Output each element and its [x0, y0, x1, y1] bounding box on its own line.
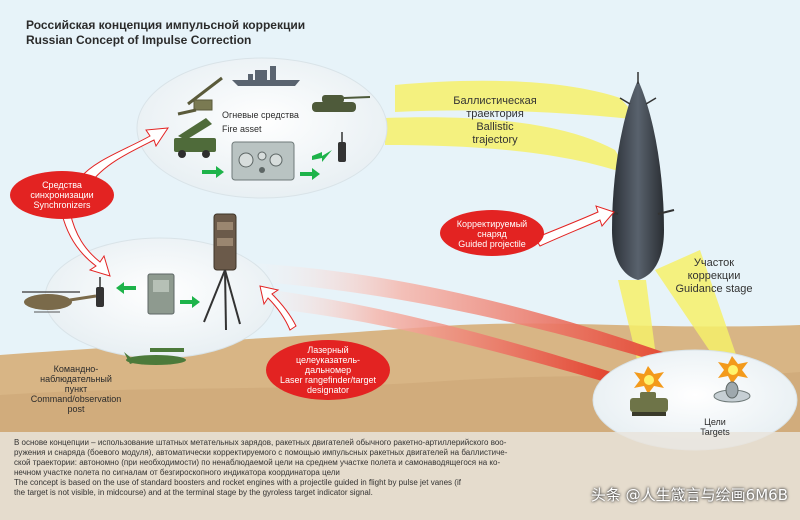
- trajectory-label: Баллистическая траектория Ballistic traj…: [430, 95, 560, 147]
- laser-beam-upper: [235, 262, 712, 378]
- helicopter-icon: [22, 291, 97, 313]
- caption-panel: [0, 432, 800, 520]
- warship-icon: [232, 66, 300, 86]
- laser-label-ru-1: Лазерный: [307, 345, 349, 355]
- laser-label-ru-2: целеуказатель-: [295, 355, 361, 365]
- command-post-label-en-1: Command/observation: [30, 394, 122, 404]
- trajectory-label-ru-1: Баллистическая: [453, 95, 537, 107]
- tank-icon: [312, 95, 371, 112]
- command-box-icon: [147, 273, 175, 315]
- targets-label: Цели Targets: [690, 417, 740, 437]
- rocket-launcher-icon: [174, 118, 216, 158]
- trajectory-label-ru-2: траектория: [466, 108, 524, 120]
- callout-arrows: [61, 127, 615, 331]
- explosion-right-icon: [718, 356, 748, 384]
- caption-en-line-1: The concept is based on the use of stand…: [14, 478, 461, 487]
- fire-asset-label-ru: Огневые средства: [222, 110, 299, 120]
- caption-en-line-2: the target is not visible, in midcourse)…: [14, 488, 373, 497]
- laser-bubble: [266, 340, 390, 400]
- guidance-stage-label-en: Guidance stage: [675, 283, 753, 295]
- ballistic-beam-upper: [395, 80, 640, 120]
- radar-target-icon: [713, 381, 751, 403]
- guided-projectile-bubble: [440, 210, 544, 256]
- command-post-label-ru-3: пункт: [64, 384, 88, 394]
- caption-ru-line-3: ской траектории: автономно (при необходи…: [14, 458, 501, 467]
- targets-label-en: Targets: [700, 427, 730, 437]
- explosion-left-icon: [634, 366, 664, 394]
- howitzer-icon: [177, 76, 223, 116]
- guidance-stage-label-ru-2: коррекции: [687, 270, 741, 282]
- guided-projectile-label-ru-2: снаряд: [477, 229, 507, 239]
- armored-vehicle-icon: [630, 392, 668, 416]
- command-post-label: Командно- наблюдательный пункт Command/o…: [22, 364, 130, 414]
- laser-label: Лазерный целеуказатель- дальномер Laser …: [272, 345, 384, 395]
- radio-handset-icon: [338, 132, 346, 162]
- synchronizers-label-ru: Средства синхронизации: [30, 180, 94, 200]
- airplane-icon: [124, 348, 186, 365]
- laser-beam-lower: [235, 285, 640, 392]
- command-post-green-arrows: [116, 282, 200, 308]
- caption-ru-line-2: ружения и снаряда (боевого модуля), авто…: [14, 448, 508, 457]
- trajectory-label-en-1: Ballistic: [476, 121, 514, 133]
- command-post-label-en-2: post: [67, 404, 85, 414]
- fire-control-unit-icon: [231, 141, 295, 181]
- command-radio-icon: [96, 277, 104, 307]
- laser-label-en-2: designator: [306, 385, 350, 395]
- guidance-beam-right: [655, 250, 742, 372]
- synchronizers-label: Средства синхронизации Synchronizers: [14, 180, 110, 210]
- guidance-stage-label: Участок коррекции Guidance stage: [664, 257, 764, 296]
- guided-projectile-label: Корректируемый снаряд Guided projectile: [445, 219, 539, 249]
- ballistic-beam-lower: [385, 117, 630, 175]
- fire-asset-label: Огневые средства Fire asset: [222, 110, 299, 134]
- fire-asset-label-en: Fire asset: [222, 124, 262, 134]
- guided-projectile-label-ru-1: Корректируемый: [456, 219, 528, 229]
- synchronizers-label-en: Synchronizers: [33, 200, 91, 210]
- laser-label-ru-3: дальномер: [304, 365, 352, 375]
- trajectory-label-en-2: trajectory: [472, 134, 518, 146]
- caption-ru-line-1: В основе концепции – использование штатн…: [14, 438, 507, 447]
- synchronizers-bubble: [10, 171, 114, 219]
- laser-label-en-1: Laser rangefinder/target: [279, 375, 377, 385]
- watermark: 头条 @人生箴言与绘画6M6B: [590, 486, 788, 504]
- title-ru: Российская концепция импульсной коррекци…: [26, 18, 306, 32]
- caption-text: В основе концепции – использование штатн…: [14, 438, 784, 498]
- command-post-label-ru-1: Командно-: [53, 364, 99, 374]
- command-post-label-ru-2: наблюдательный: [40, 374, 112, 384]
- fire-asset-ellipse: [136, 57, 388, 199]
- fire-asset-green-arrows: [202, 150, 332, 180]
- title-en: Russian Concept of Impulse Correction: [26, 33, 252, 47]
- laser-designator-icon: [203, 213, 241, 331]
- caption-ru-line-4: нечном участке полета по сигналам от без…: [14, 468, 340, 477]
- guidance-stage-label-ru-1: Участок: [693, 257, 735, 269]
- targets-label-ru: Цели: [704, 417, 726, 427]
- guided-projectile-icon: [603, 72, 675, 280]
- guided-projectile-label-en: Guided projectile: [458, 239, 526, 249]
